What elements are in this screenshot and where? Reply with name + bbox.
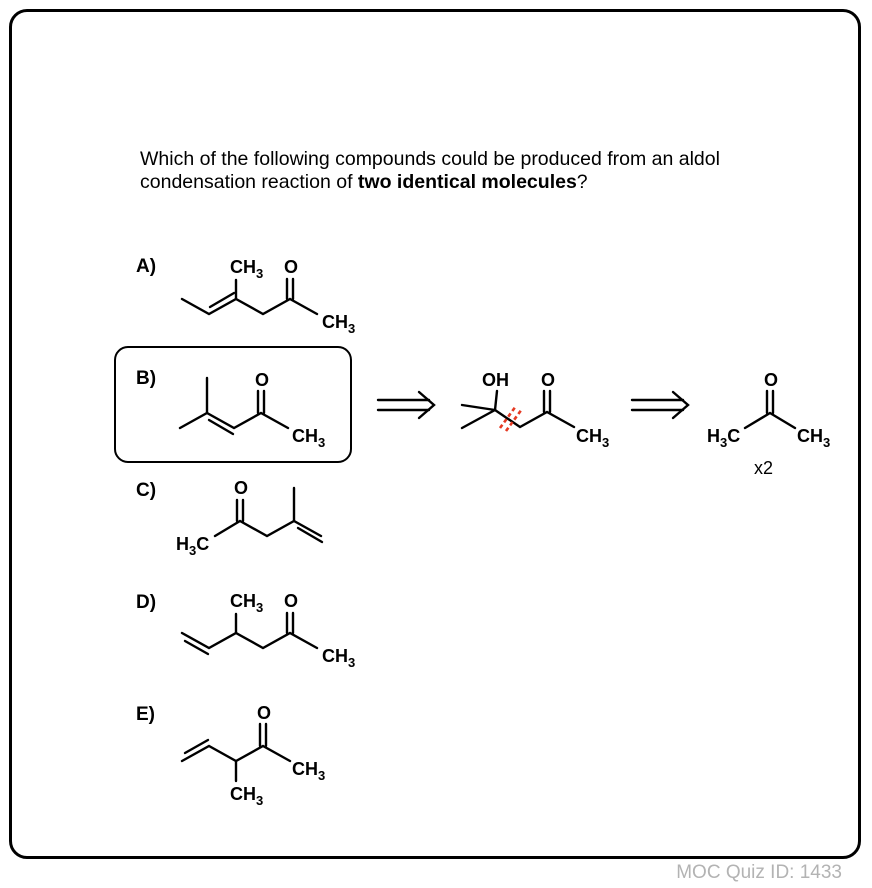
option-c-structure[interactable]: O H3C (176, 478, 324, 558)
multiplier-label: x2 (754, 458, 773, 478)
option-a-label[interactable]: A) (136, 256, 157, 277)
question-text: Which of the following compounds could b… (140, 148, 720, 193)
oxygen-label: O (257, 703, 271, 723)
oxygen-label: O (255, 370, 269, 390)
acetone-structure: O H3C CH3 x2 (707, 370, 830, 478)
retrosynthesis-arrow (630, 390, 690, 420)
ch3-label: CH3 (292, 426, 325, 450)
selected-answer-box (114, 346, 352, 463)
oxygen-label: O (234, 478, 248, 498)
option-e-structure[interactable]: O CH3 CH3 (180, 703, 325, 808)
oxygen-label: O (284, 257, 298, 277)
ch3-label: CH3 (797, 426, 830, 450)
h3c-label: H3C (176, 534, 209, 558)
ch3-label: CH3 (292, 759, 325, 783)
ch3-label: CH3 (230, 784, 263, 808)
ch3-label: CH3 (576, 426, 609, 450)
quiz-id-label: MOC Quiz ID: 1433 (676, 862, 842, 883)
ch3-label: CH3 (230, 591, 263, 615)
option-a-structure[interactable]: CH3 O CH3 (180, 257, 355, 336)
ch3-label: CH3 (322, 312, 355, 336)
quiz-frame (9, 9, 861, 859)
question-emphasis: two identical molecules (357, 171, 577, 193)
hydroxyl-label: OH (482, 370, 509, 390)
oxygen-label: O (541, 370, 555, 390)
retrosynthesis-arrow (376, 390, 436, 420)
option-d-structure[interactable]: CH3 O CH3 (180, 591, 355, 670)
ch3-label: CH3 (230, 257, 263, 281)
h3c-label: H3C (707, 426, 740, 450)
option-c-label[interactable]: C) (136, 480, 157, 501)
oxygen-label: O (284, 591, 298, 611)
oxygen-label: O (764, 370, 778, 390)
option-e-label[interactable]: E) (136, 704, 155, 725)
option-b-structure[interactable]: O CH3 (178, 370, 325, 450)
option-d-label[interactable]: D) (136, 592, 157, 613)
ch3-label: CH3 (322, 646, 355, 670)
option-b-label[interactable]: B) (136, 368, 157, 389)
aldol-intermediate-structure: OH O CH3 (460, 370, 609, 450)
